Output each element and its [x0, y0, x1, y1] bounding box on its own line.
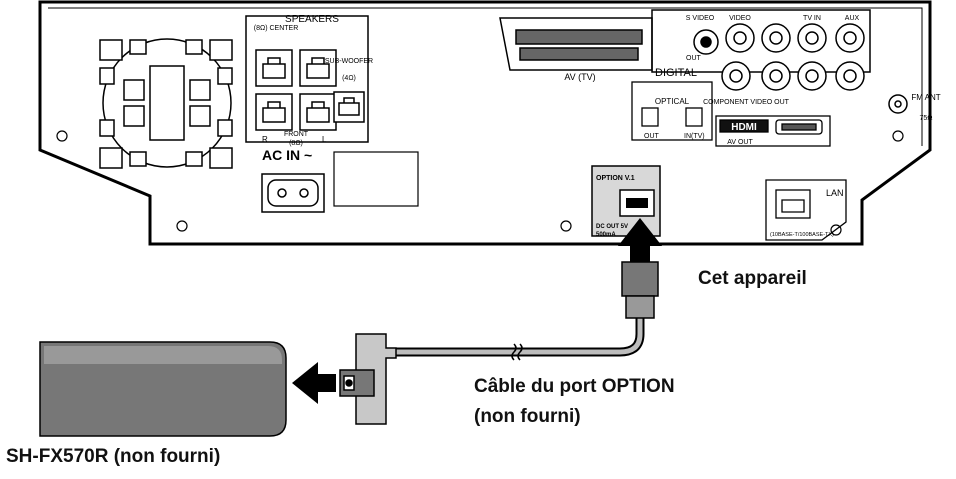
out-label: OUT [686, 55, 702, 62]
fm-ohm: 75Ω [919, 115, 932, 122]
insert-arrow [618, 218, 662, 262]
option-cable [396, 296, 645, 361]
avout-label: AV OUT [727, 139, 753, 146]
optical-area [631, 81, 713, 141]
dc-out-current: 500mA [596, 232, 616, 238]
accessory-connector [339, 333, 397, 425]
device-label: Cet appareil [698, 268, 807, 289]
front-l: L [322, 135, 327, 144]
sh-fx570r-device [39, 341, 287, 437]
cable-label-line2: (non fourni) [474, 406, 581, 427]
cable-label-line1: Câble du port OPTION [474, 376, 675, 397]
subwoofer-label: SUB-WOOFER [325, 58, 373, 65]
optical-out: OUT [644, 133, 660, 140]
connect-arrow [292, 362, 336, 404]
fan-vent [99, 38, 233, 169]
ac-in-label: AC IN ~ [262, 147, 312, 163]
fm-antenna [888, 94, 908, 114]
blank-plate [333, 151, 419, 207]
subwoofer-ohm: (4Ω) [342, 75, 356, 82]
tvin-label: TV IN [803, 15, 821, 22]
lan-label: LAN [826, 188, 844, 198]
front-ohm: (8Ω) [289, 140, 303, 147]
scart-connector [499, 17, 653, 71]
optical-in: IN(TV) [684, 133, 705, 140]
speakers-title: SPEAKERS [285, 14, 339, 25]
cable-plug [621, 261, 659, 319]
av-tv-label: AV (TV) [564, 72, 595, 82]
aux-label: AUX [845, 15, 860, 22]
video-jacks [651, 9, 871, 91]
center-label: (8Ω) CENTER [254, 25, 299, 32]
digital-label: DIGITAL [655, 67, 697, 79]
hdmi-area [715, 115, 831, 147]
component-label: COMPONENT VIDEO OUT [703, 99, 790, 106]
cable-label: Câble du port OPTION (non fourni) [474, 372, 675, 432]
lan-port [765, 179, 847, 241]
accessory-label: SH-FX570R (non fourni) [6, 446, 221, 467]
speaker-terminals [245, 15, 369, 143]
front-label: FRONT [284, 131, 309, 138]
option-port [591, 165, 661, 237]
ac-inlet [261, 173, 325, 213]
svideo-label: S VIDEO [686, 15, 715, 22]
video-label: VIDEO [729, 15, 751, 22]
lan-spec: (10BASE-T/100BASE-TX) [770, 232, 834, 238]
optical-label: OPTICAL [655, 97, 690, 106]
front-r: R [262, 135, 268, 144]
option-label: OPTION V.1 [596, 175, 635, 182]
fm-label: FM ANT [911, 93, 940, 102]
dc-out-label: DC OUT 5V [596, 224, 628, 230]
hdmi-label: HDMI [731, 122, 757, 133]
